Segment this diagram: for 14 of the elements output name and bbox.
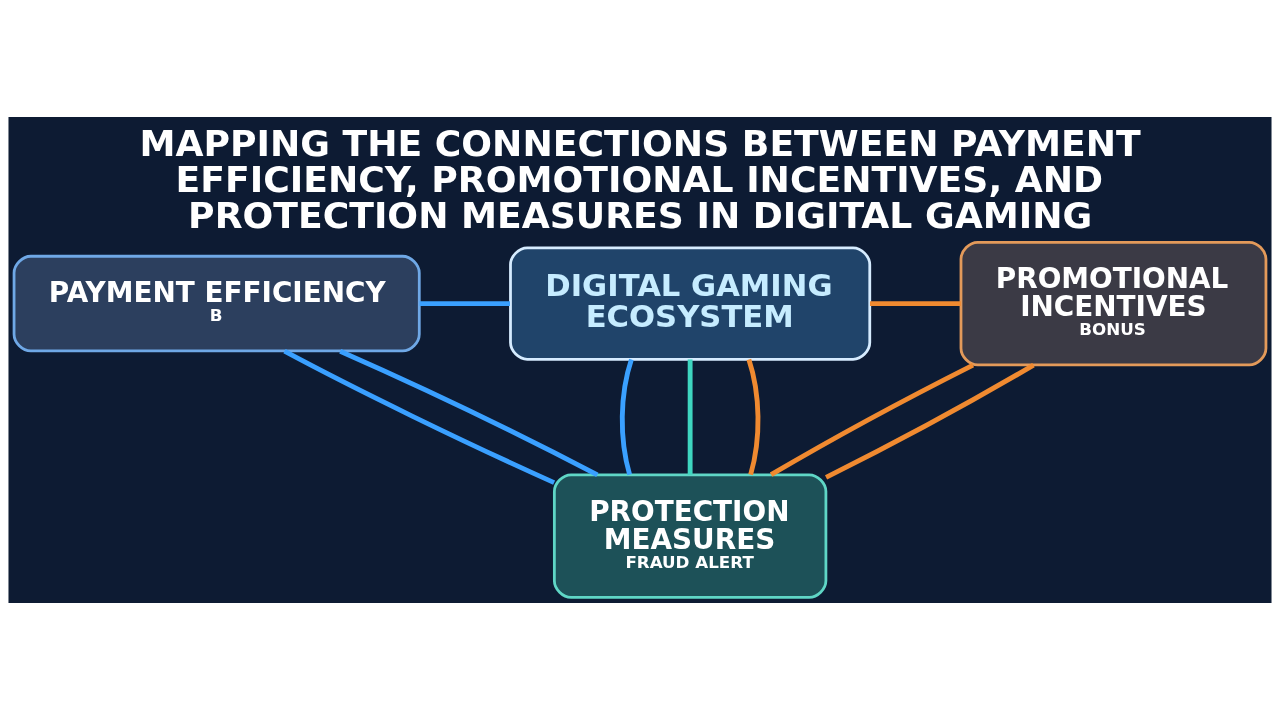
node-box: PROMOTIONAL INCENTIVES BONUS	[959, 240, 1268, 367]
connector	[869, 301, 961, 307]
connector	[619, 358, 634, 476]
node-box: PROTECTION MEASURES FRAUD ALERT	[552, 473, 828, 599]
connector	[824, 362, 1035, 480]
connector	[339, 349, 599, 478]
node-box: PAYMENT EFFICIENCY B	[12, 254, 421, 353]
connector	[769, 362, 975, 477]
connector	[687, 359, 693, 475]
connector	[283, 349, 556, 485]
connector	[746, 358, 761, 476]
connector	[419, 301, 510, 307]
node-box: DIGITAL GAMING ECOSYSTEM	[509, 246, 872, 361]
diagram-title: MAPPING THE CONNECTIONS BETWEEN PAYMENT EFFICIENCY, PROMOTIONAL INCENTIVES, AND PROTECTION MEASURES IN DIGITAL GAMING	[139, 121, 1141, 238]
